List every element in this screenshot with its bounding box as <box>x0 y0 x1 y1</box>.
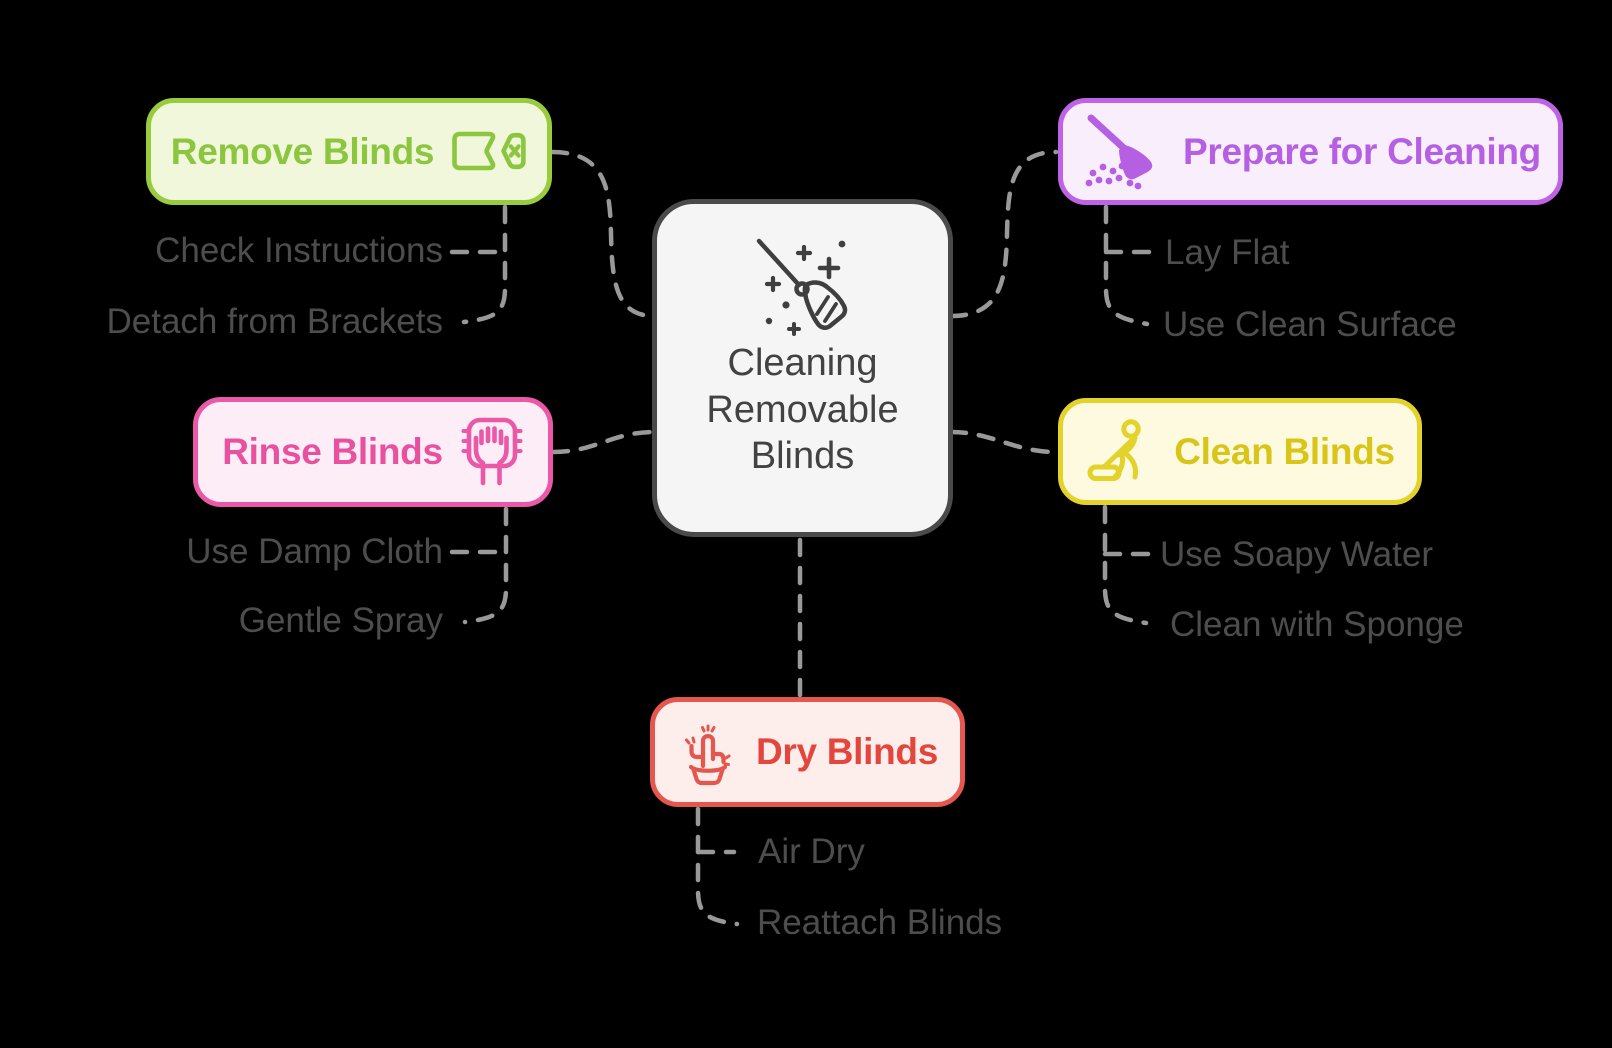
detach-tag-x-icon <box>452 131 526 170</box>
connector-center-to-prepare <box>948 149 1059 319</box>
branch-node-prepare-for-cleaning[interactable]: Prepare for Cleaning <box>1058 98 1563 205</box>
branch-title: Rinse Blinds <box>222 431 443 472</box>
center-node-cleaning-removable-blinds[interactable]: Cleaning Removable Blinds <box>652 199 953 537</box>
subitem-clean-with-sponge[interactable]: Clean with Sponge <box>1170 605 1464 644</box>
sweeping-broom-dust-icon <box>1085 114 1153 189</box>
subitem-use-damp-cloth[interactable]: Use Damp Cloth <box>186 532 443 571</box>
subitem-reattach-blinds[interactable]: Reattach Blinds <box>757 903 1003 942</box>
connector-dry-subitems <box>695 806 740 927</box>
branch-title: Prepare for Cleaning <box>1183 130 1541 172</box>
subitem-check-instructions[interactable]: Check Instructions <box>155 231 443 270</box>
connector-remove-subitems <box>461 204 508 325</box>
subitem-use-soapy-water[interactable]: Use Soapy Water <box>1160 535 1433 574</box>
branch-node-rinse-blinds[interactable]: Rinse Blinds <box>193 397 553 507</box>
connector-remove-to-center <box>549 149 657 319</box>
person-mopping-icon <box>1087 418 1141 481</box>
branch-title: Remove Blinds <box>170 130 435 172</box>
subitem-detach-from-brackets[interactable]: Detach from Brackets <box>106 302 444 341</box>
hand-wipe-icon <box>461 417 523 486</box>
connector-rinse-to-center <box>550 429 657 455</box>
cactus-pot-icon <box>684 724 731 786</box>
connector-rinse-subitems <box>462 506 509 625</box>
branch-title: Dry Blinds <box>755 731 939 772</box>
subitem-lay-flat[interactable]: Lay Flat <box>1165 233 1290 272</box>
subitem-gentle-spray[interactable]: Gentle Spray <box>238 601 443 640</box>
center-node-label: Cleaning Removable Blinds <box>706 342 899 478</box>
connector-clean-subitems <box>1102 504 1149 626</box>
subitem-air-dry[interactable]: Air Dry <box>758 832 865 871</box>
branch-node-clean-blinds[interactable]: Clean Blinds <box>1058 398 1422 505</box>
broom-sparkles-icon <box>756 238 847 336</box>
branch-node-remove-blinds[interactable]: Remove Blinds <box>146 98 552 205</box>
branch-node-dry-blinds[interactable]: Dry Blinds <box>650 697 965 807</box>
subitem-use-clean-surface[interactable]: Use Clean Surface <box>1163 305 1457 344</box>
connector-prepare-subitems <box>1103 204 1150 327</box>
connector-center-to-clean <box>948 429 1059 455</box>
branch-title: Clean Blinds <box>1174 430 1395 472</box>
